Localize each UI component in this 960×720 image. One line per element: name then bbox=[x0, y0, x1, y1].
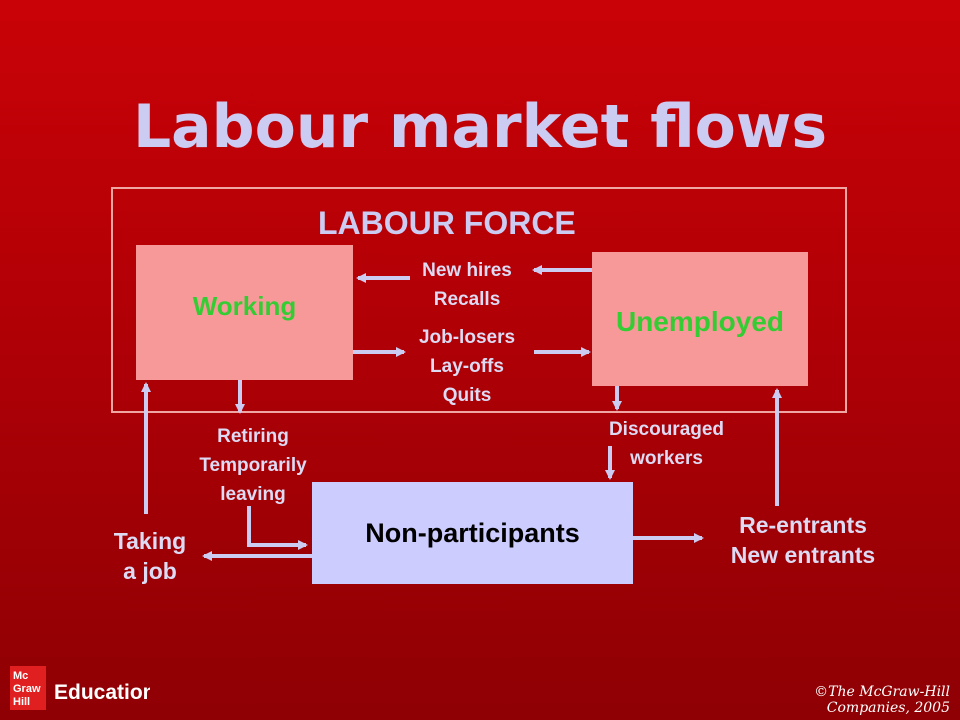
brand-education: Education bbox=[54, 681, 150, 704]
entrants-line-1: Re-entrants bbox=[739, 512, 867, 538]
logo-line-2: Graw bbox=[13, 683, 41, 695]
retiring-line-2: Temporarily bbox=[199, 455, 307, 476]
labour-force-label: LABOUR FORCE bbox=[318, 205, 576, 241]
separations-line-1: Job-losers bbox=[418, 327, 516, 348]
mcgraw-hill-logo: Mc Graw Hill Education bbox=[10, 666, 156, 717]
hires-line-1: New hires bbox=[422, 260, 512, 281]
copyright-text: ©The McGraw-Hill Companies, 2005 bbox=[814, 684, 950, 716]
unemployed-box: Unemployed bbox=[592, 252, 808, 386]
entrants-flow-label: Re-entrants New entrants bbox=[703, 510, 903, 570]
entrants-line-2: New entrants bbox=[730, 542, 876, 568]
discouraged-line-1: Discouraged bbox=[608, 419, 725, 440]
taking-job-line-2: a job bbox=[123, 558, 177, 584]
hires-line-2: Recalls bbox=[433, 289, 501, 310]
retiring-line-1: Retiring bbox=[217, 426, 289, 447]
separations-line-3: Quits bbox=[442, 385, 492, 406]
labour-force-frame bbox=[111, 187, 847, 413]
working-label: Working bbox=[192, 291, 297, 321]
discouraged-flow-label: Discouraged workers bbox=[584, 415, 749, 473]
non-participants-label: Non-participants bbox=[365, 517, 580, 548]
taking-job-line-1: Taking bbox=[113, 528, 187, 554]
logo-line-1: Mc bbox=[13, 670, 28, 682]
retiring-line-3: leaving bbox=[220, 484, 286, 505]
slide-title: Labour market flows bbox=[132, 92, 828, 162]
hires-flow-label: New hires Recalls bbox=[392, 256, 542, 314]
arrow-retiring bbox=[247, 506, 308, 550]
retiring-flow-label: Retiring Temporarily leaving bbox=[178, 422, 328, 509]
logo-line-3: Hill bbox=[13, 696, 30, 708]
working-box: Working bbox=[136, 245, 353, 380]
taking-job-flow-label: Taking a job bbox=[80, 526, 220, 586]
separations-flow-label: Job-losers Lay-offs Quits bbox=[392, 323, 542, 410]
unemployed-label: Unemployed bbox=[615, 306, 785, 337]
discouraged-line-2: workers bbox=[630, 448, 703, 469]
separations-line-2: Lay-offs bbox=[430, 356, 504, 377]
non-participants-box: Non-participants bbox=[312, 482, 633, 584]
